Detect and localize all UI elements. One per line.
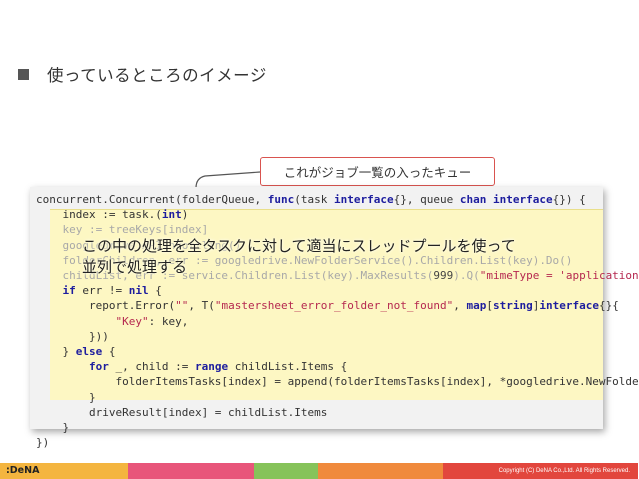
code-line: } (36, 421, 70, 435)
copyright-text: Copyright (C) DeNA Co.,Ltd. All Rights R… (498, 468, 630, 474)
overlay-caption: この中の処理を全タスクに対して適当にスレッドプールを使って 並列で処理する (82, 236, 582, 278)
footer-segment (128, 463, 254, 479)
code-line: } (36, 390, 96, 404)
footer-segment (443, 463, 638, 479)
code-line: folderItemsTasks[index] = append(folderI… (36, 375, 639, 389)
footer-segment (0, 463, 128, 479)
overlay-line-2: 並列で処理する (82, 258, 188, 276)
code-line: } else { (36, 345, 116, 359)
callout-text: これがジョブ一覧の入ったキュー (283, 165, 472, 180)
code-line: report.Error("", T("mastersheet_error_fo… (36, 299, 619, 313)
code-line: key := treeKeys[index] (36, 223, 209, 237)
code-line: concurrent.Concurrent(folderQueue, func(… (36, 193, 586, 206)
dena-logo: :DeNA (6, 465, 40, 476)
code-line: })) (36, 329, 109, 343)
code-highlight (50, 209, 603, 400)
code-line: if err != nil { (62, 284, 162, 298)
code-line: childList, err := service.Children.List(… (36, 269, 639, 283)
code-line: folderChildren, err := googledrive.NewFo… (36, 253, 573, 267)
footer-segment (254, 463, 318, 479)
code-line: }) (36, 436, 50, 450)
code-screenshot: concurrent.Concurrent(folderQueue, func(… (30, 187, 639, 449)
callout-box: これがジョブ一覧の入ったキュー (260, 157, 495, 186)
code-line: googledrive.APIThrottling() (36, 238, 242, 252)
code-line: for _, child := range childList.Items { (88, 360, 348, 374)
heading-text: 使っているところのイメージ (47, 66, 267, 85)
square-bullet-icon (18, 68, 29, 80)
footer-segment (318, 463, 443, 479)
code-line: "Key": key, (115, 314, 189, 328)
code-line: index := task.(int) (36, 208, 189, 222)
footer-color-bar (0, 463, 638, 479)
code-line: driveResult[index] = childList.Items (36, 405, 328, 419)
overlay-line-1: この中の処理を全タスクに対して適当にスレッドプールを使って (82, 237, 516, 255)
code-block: concurrent.Concurrent(folderQueue, func(… (30, 192, 639, 450)
slide-heading: 使っているところのイメージ (18, 62, 267, 86)
